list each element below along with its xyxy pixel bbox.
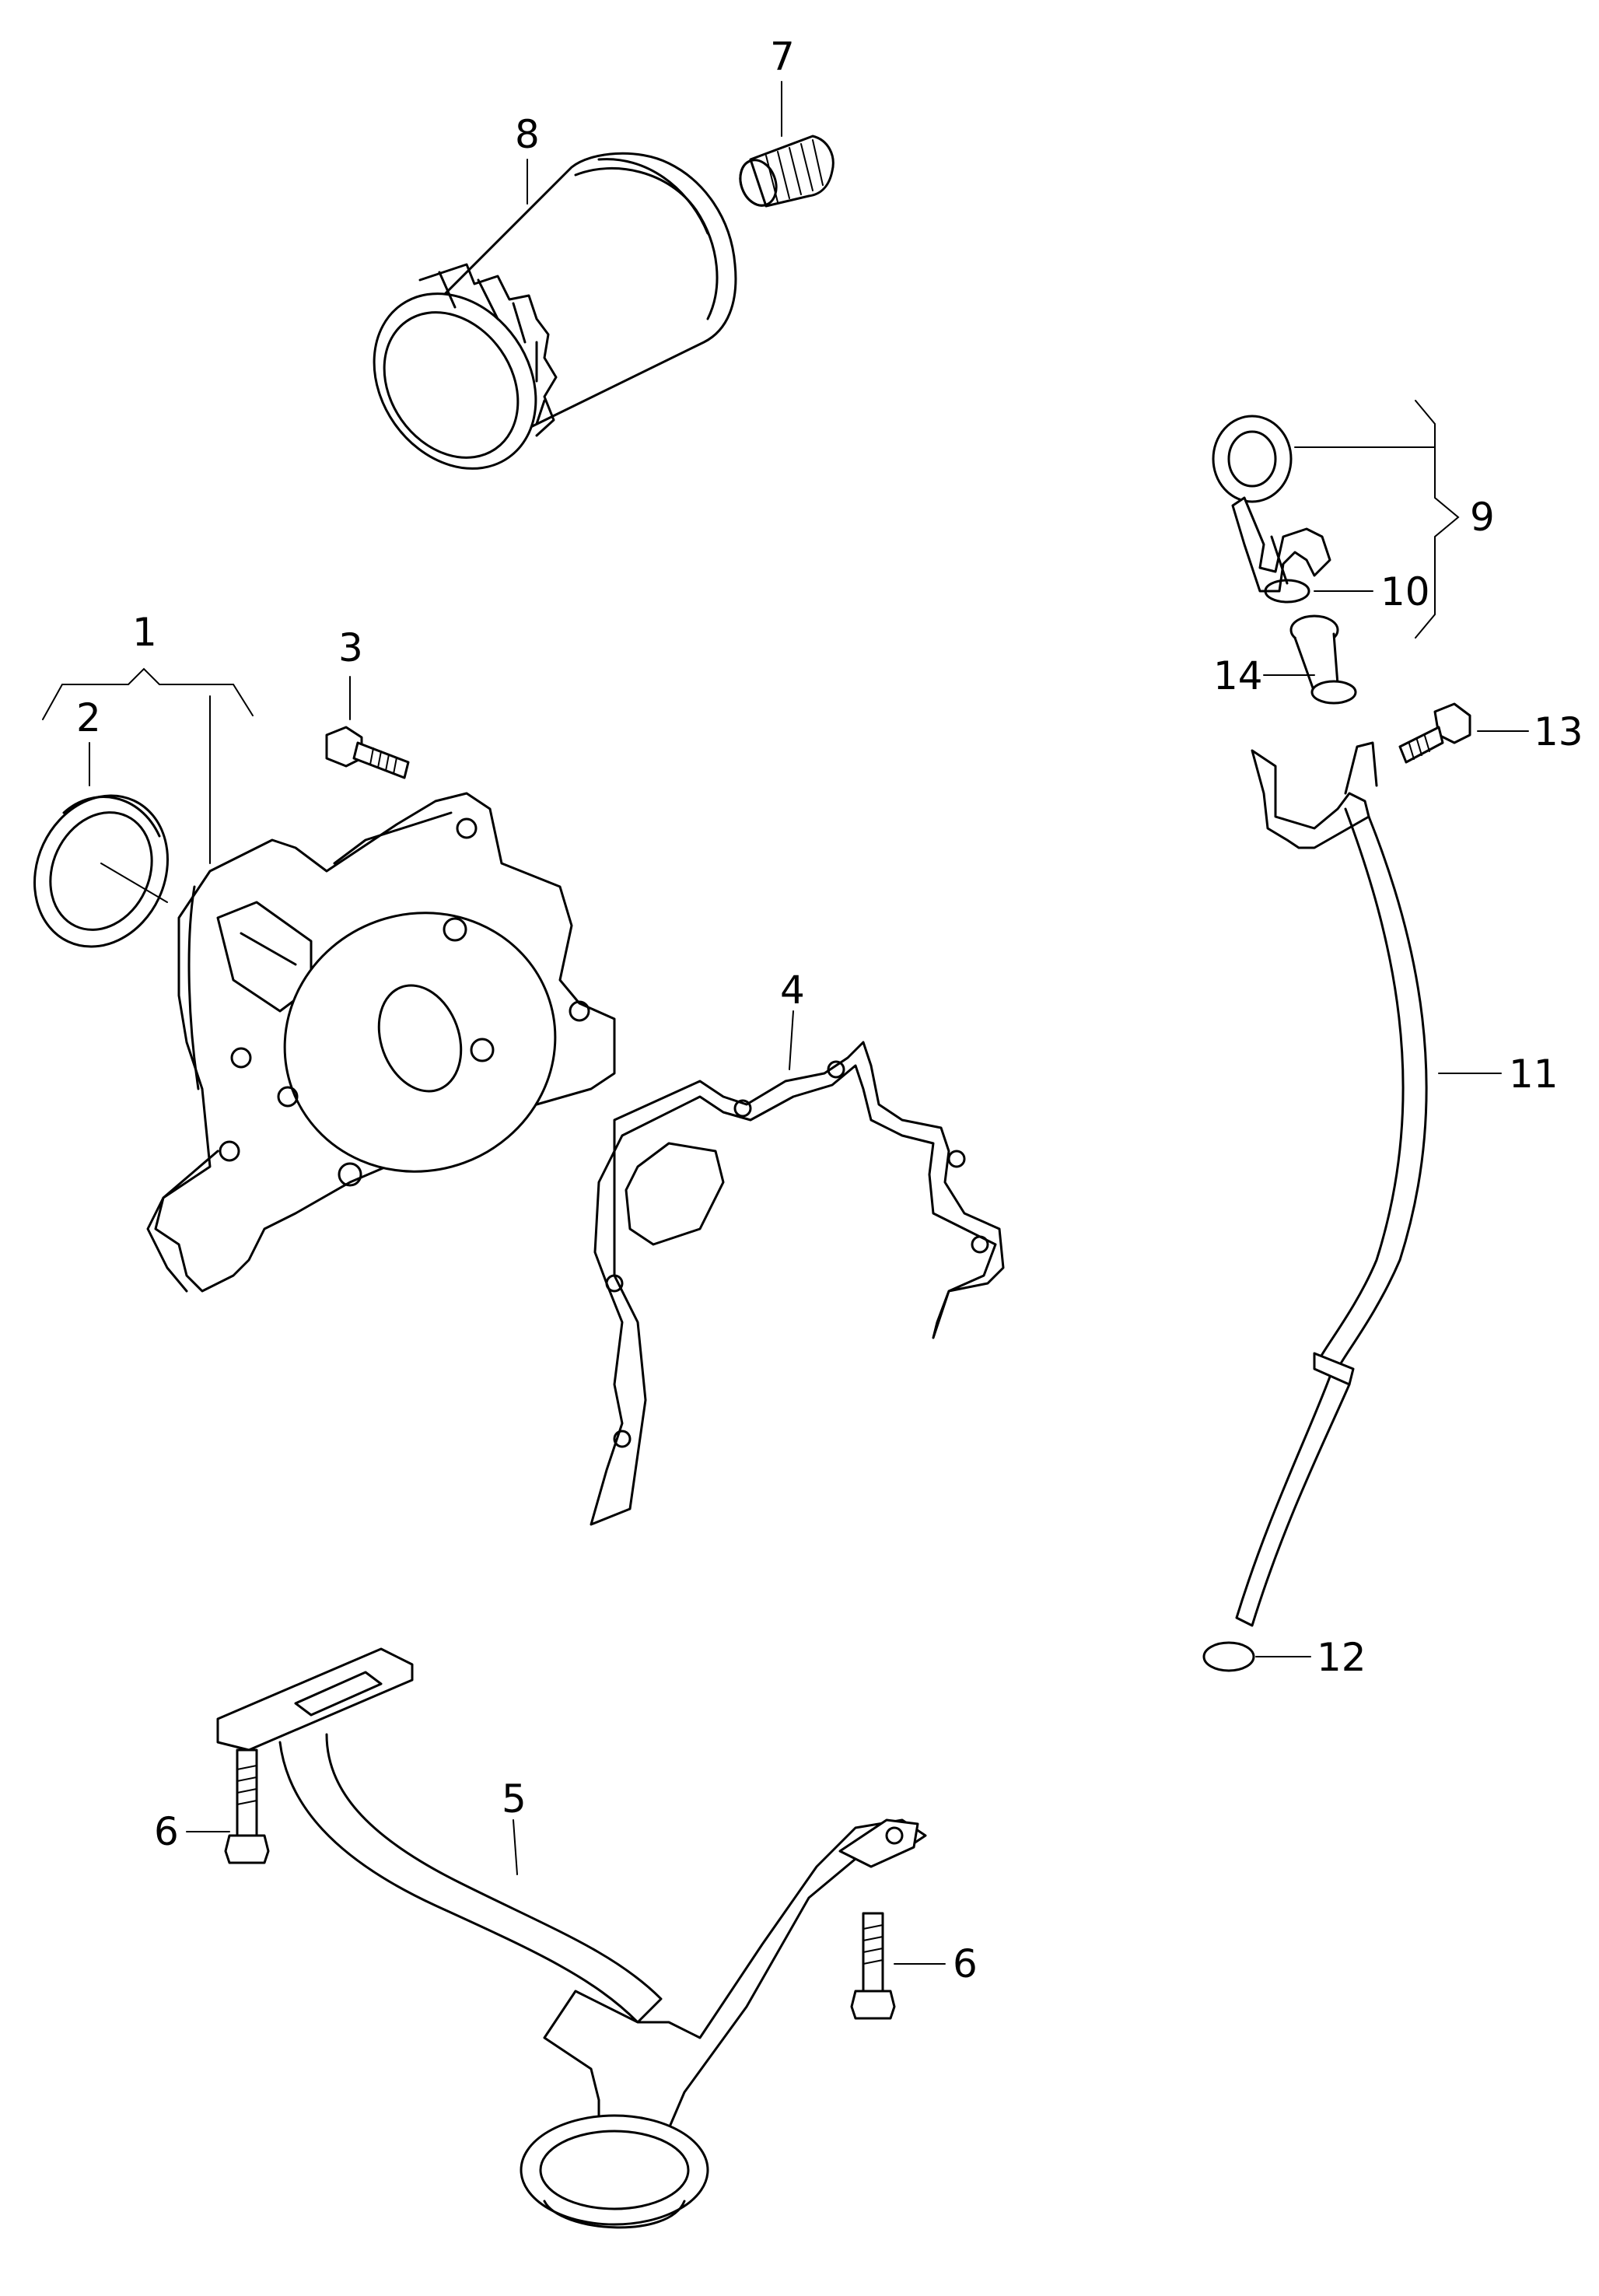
callout-5: 5: [502, 1776, 527, 1822]
bolt-6-right[interactable]: [850, 1912, 896, 2020]
callout-2: 2: [76, 695, 101, 740]
callout-13: 13: [1534, 709, 1583, 754]
seal-12[interactable]: [1202, 1641, 1255, 1672]
dipstick-handle[interactable]: [1212, 415, 1331, 593]
callout-10: 10: [1380, 569, 1430, 614]
callout-11: 11: [1509, 1052, 1559, 1097]
threaded-nipple[interactable]: [734, 135, 834, 211]
callout-14: 14: [1213, 653, 1263, 698]
bolt-3[interactable]: [325, 726, 410, 779]
callout-labels: 1 2 3 4 5 6 6 7 8 9 10 11 12 13 14: [76, 34, 1583, 1986]
guide-tube[interactable]: [1235, 741, 1428, 1627]
o-ring-10[interactable]: [1264, 579, 1310, 604]
seal-ring[interactable]: [10, 774, 191, 969]
callout-1: 1: [132, 610, 157, 655]
callout-3: 3: [338, 625, 363, 670]
gasket[interactable]: [590, 1041, 1005, 1526]
bolt-13[interactable]: [1398, 702, 1471, 764]
oil-pickup[interactable]: [216, 1647, 927, 2229]
guide-sleeve[interactable]: [1289, 614, 1357, 705]
leader-lines: [42, 81, 1529, 1965]
callout-8: 8: [515, 112, 540, 157]
callout-6-right: 6: [953, 1941, 978, 1986]
bolt-6-left[interactable]: [224, 1748, 270, 1864]
oil-pump[interactable]: [146, 792, 616, 1293]
callout-4: 4: [780, 968, 805, 1013]
callout-12: 12: [1317, 1635, 1366, 1680]
callout-7: 7: [770, 34, 795, 79]
oil-filter[interactable]: [341, 152, 737, 500]
callout-9: 9: [1470, 495, 1495, 540]
callout-6-left: 6: [154, 1809, 179, 1854]
